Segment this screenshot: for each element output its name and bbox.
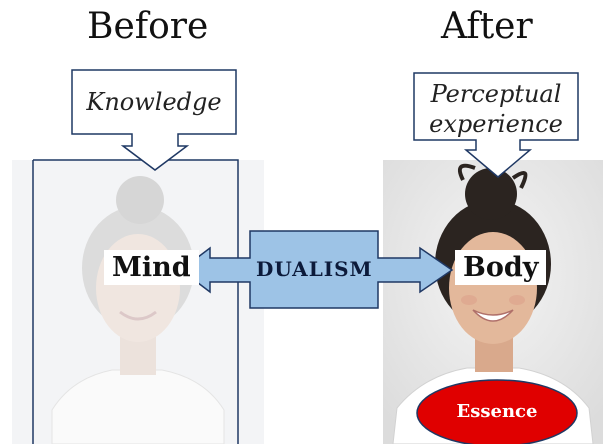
knowledge-label: Knowledge <box>86 88 222 116</box>
after-title: After <box>441 6 533 47</box>
essence-ellipse <box>416 379 578 444</box>
before-title: Before <box>87 6 209 47</box>
woman-portrait-faded-icon <box>12 160 264 444</box>
before-photo <box>12 160 264 444</box>
knowledge-callout-shape <box>71 69 237 171</box>
dualism-double-arrow <box>179 230 454 309</box>
perceptual-label-line2: experience <box>429 110 563 138</box>
mind-label: Mind <box>104 250 199 285</box>
perceptual-label-line1: Perceptual <box>430 80 562 108</box>
dualism-label: DUALISM <box>256 257 373 281</box>
essence-label: Essence <box>456 401 538 422</box>
body-label: Body <box>455 250 547 285</box>
perceptual-callout-shape <box>413 72 579 178</box>
